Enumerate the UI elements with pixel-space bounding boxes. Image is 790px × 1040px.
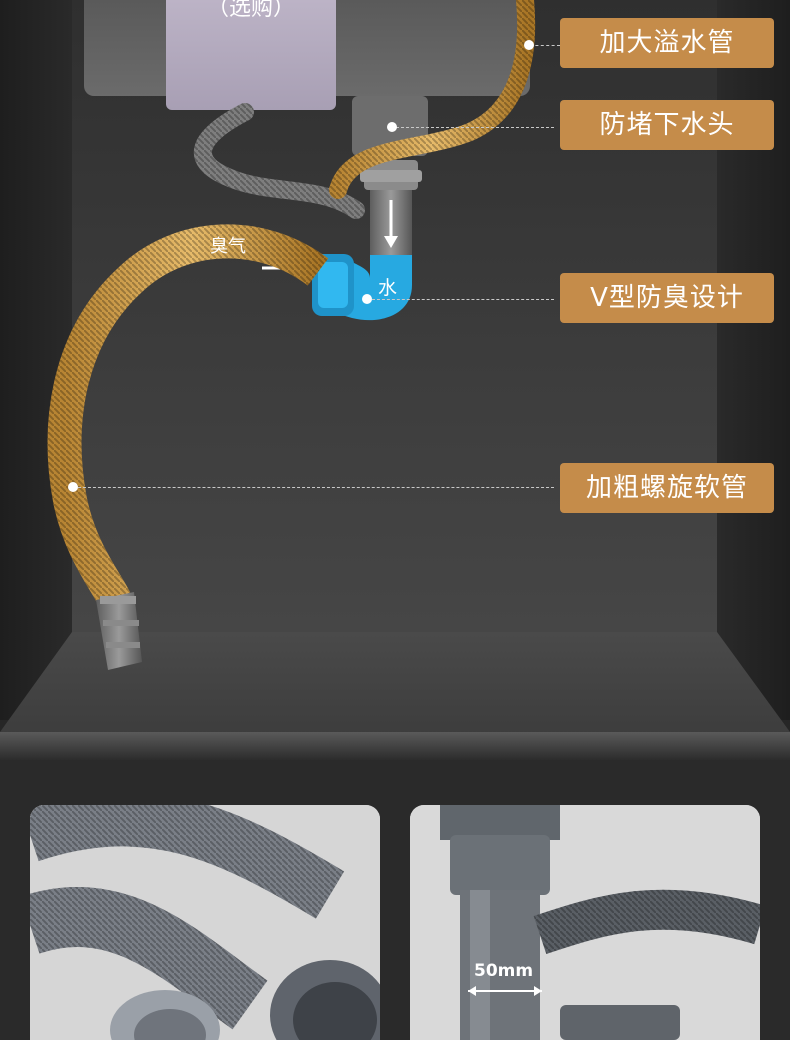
label-v-odor-design: V型防臭设计 bbox=[560, 273, 774, 323]
callout-dot-overflow bbox=[524, 40, 534, 50]
pipe-diameter-illustration bbox=[410, 805, 760, 1040]
water-flow-arrow bbox=[384, 200, 398, 248]
label-thick-spiral-hose: 加粗螺旋软管 bbox=[560, 463, 774, 513]
hose-end-connector bbox=[96, 592, 142, 670]
callout-line-hose bbox=[78, 487, 554, 488]
optional-box-unit bbox=[166, 0, 336, 110]
pipe-diameter-label: 50mm bbox=[474, 961, 534, 981]
plumbing-diagram bbox=[47, 0, 536, 670]
cabinet-left-side bbox=[0, 0, 72, 720]
callout-dot-hose bbox=[68, 482, 78, 492]
odor-label: 臭气 bbox=[210, 236, 246, 257]
callout-dot-vtrap bbox=[362, 294, 372, 304]
water-label: 水 bbox=[378, 277, 398, 299]
callout-line-drain bbox=[396, 127, 554, 128]
callout-line-overflow bbox=[530, 45, 560, 46]
photo-pipe-diameter: 50mm bbox=[410, 805, 760, 1040]
box-caption: （选购） bbox=[206, 0, 295, 21]
label-anti-clog-drain: 防堵下水头 bbox=[560, 100, 774, 150]
blue-v-trap bbox=[312, 254, 412, 321]
callout-dot-drain bbox=[387, 122, 397, 132]
photo-hose-closeup bbox=[30, 805, 380, 1040]
hose-closeup-illustration bbox=[30, 805, 380, 1040]
callout-line-vtrap bbox=[372, 299, 554, 300]
label-overflow-pipe: 加大溢水管 bbox=[560, 18, 774, 68]
cabinet-shelf-edge bbox=[0, 732, 790, 760]
